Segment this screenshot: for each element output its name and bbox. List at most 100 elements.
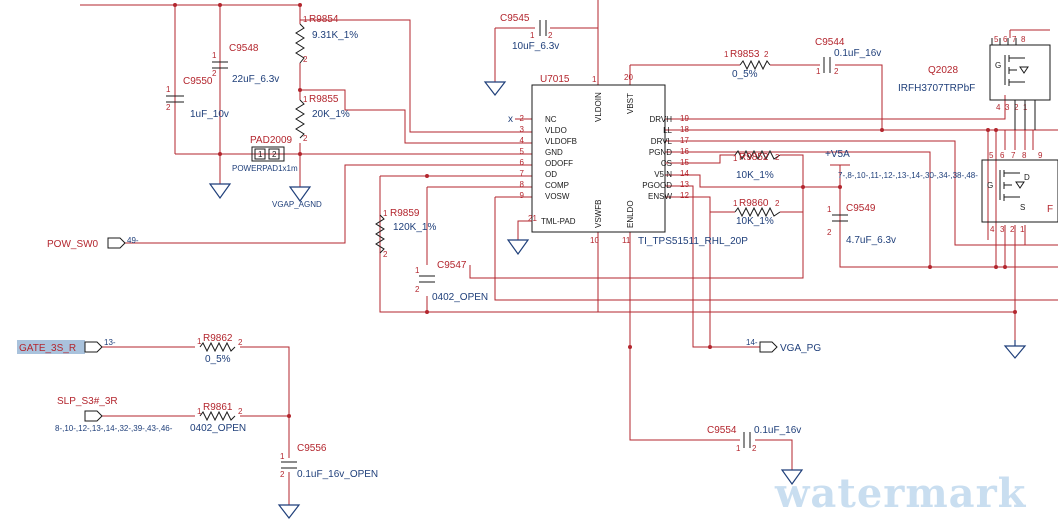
net-gate-3s-r[interactable]: GATE_3S_R 13- <box>19 338 116 354</box>
pin-num: 6 <box>1000 151 1005 160</box>
resistor-r9861[interactable]: 1 R9861 2 0402_OPEN <box>190 402 246 434</box>
pin-num: 2 <box>1010 225 1015 234</box>
capacitor-c9556[interactable]: C9556 1 2 0.1uF_16v_OPEN <box>280 443 378 480</box>
path-element <box>84 410 103 422</box>
path-element <box>1014 100 1036 130</box>
pin-num: 21 <box>528 214 537 223</box>
pin-name: ODOFF <box>545 159 573 168</box>
q-lower-ref: F <box>1047 204 1053 215</box>
pin-num: 9 <box>520 191 525 200</box>
c9554-ref: C9554 <box>707 425 737 436</box>
pin-num: 1 <box>303 15 308 24</box>
path-element <box>1019 66 1029 74</box>
pin-name: PGOOD <box>642 181 672 190</box>
mosfet-lower[interactable]: 5 6 7 8 9 G D S 4 3 2 1 F <box>981 151 1058 234</box>
net-slp-s3[interactable]: SLP_S3#_3R 8-,10-,12-,13-,14-,32-,39-,43… <box>55 396 173 433</box>
path-element <box>84 341 103 353</box>
resistor-r9854[interactable]: 1 R9854 9.31K_1% 2 <box>295 14 358 64</box>
resistor-r9853[interactable]: 1 R9853 2 0_5% <box>724 49 771 80</box>
pin-num: 2 <box>166 103 171 112</box>
pin-num: 2 <box>303 55 308 64</box>
pin-num: 9 <box>1038 151 1043 160</box>
pin-name: OD <box>545 170 557 179</box>
path-element <box>199 341 236 353</box>
gate-3s-r-ref: 13- <box>104 338 116 347</box>
c9548-value: 22uF_6.3v <box>232 74 279 85</box>
path-element <box>999 170 1020 201</box>
circle-element <box>928 265 932 269</box>
r9862-ref: R9862 <box>203 333 233 344</box>
path-element <box>739 59 771 71</box>
path-element <box>665 185 760 348</box>
path-element <box>839 165 930 268</box>
c9544-value: 0.1uF_16v <box>834 48 881 59</box>
pin-num: 1 <box>816 67 821 76</box>
pin-num: 2 <box>415 285 420 294</box>
resistor-r9862[interactable]: 1 R9862 2 0_5% <box>197 333 243 365</box>
pin-num: 1 <box>415 266 420 275</box>
watermark-text: watermark <box>775 470 1027 517</box>
pin-num: 2 <box>520 114 525 123</box>
capacitor-c9549[interactable]: 1 C9549 2 4.7uF_6.3v <box>827 203 896 246</box>
ground-icon <box>1003 345 1027 359</box>
r9859-value: 120K_1% <box>393 222 436 233</box>
pin-name: DRVH <box>649 115 672 124</box>
capacitor-c9548[interactable]: 1 C9548 2 22uF_6.3v <box>212 43 279 85</box>
path-element <box>295 99 305 139</box>
c9545-ref: C9545 <box>500 13 530 24</box>
r9861-ref: R9861 <box>203 402 233 413</box>
ground-symbols <box>208 81 1027 519</box>
mosfet-q2028[interactable]: Q2028 IRFH3707TRPbF 5 6 7 8 G 4 3 2 1 <box>898 29 1051 130</box>
capacitor-c9550[interactable]: C9550 1 2 1uF_10v <box>166 76 229 120</box>
capacitor-c9544[interactable]: C9544 0.1uF_16v 1 2 <box>815 37 881 76</box>
net-v5a[interactable]: +V5A 7-,8-,10-,11-,12-,13-,14-,30-,34-,3… <box>825 149 978 180</box>
path-element <box>1009 29 1050 38</box>
c9556-value: 0.1uF_16v_OPEN <box>297 469 378 480</box>
pin-num: 5 <box>994 35 999 44</box>
pow-sw0-ref: 49- <box>127 236 139 245</box>
rect-element <box>989 44 1051 101</box>
capacitor-c9554[interactable]: C9554 0.1uF_16v 1 2 <box>707 425 801 453</box>
capacitor-c9547[interactable]: C9547 1 2 0402_OPEN <box>415 260 488 303</box>
path-element <box>199 410 236 422</box>
resistor-r9852[interactable]: 1 R9852 2 10K_1% <box>733 149 781 181</box>
path-element <box>1015 181 1025 189</box>
pin-num: 13 <box>680 180 689 189</box>
pin-num: 1 <box>166 85 171 94</box>
pin-num: 1 <box>303 95 308 104</box>
capacitor-c9545[interactable]: C9545 1 2 10uF_6.3v <box>500 13 559 52</box>
pin-num: 2 <box>238 407 243 416</box>
c9544-ref: C9544 <box>815 37 845 48</box>
circle-element <box>994 265 998 269</box>
ground-icon <box>780 469 804 486</box>
path-element <box>517 220 532 240</box>
pin-num: 5 <box>989 151 994 160</box>
ic-u7015[interactable]: U7015 TI_TPS51511_RHL_20P 2 NC 3 VLDO 4 … <box>520 73 749 247</box>
pin-num: 14 <box>680 169 689 178</box>
drain-label: D <box>1024 173 1030 182</box>
resistor-r9855[interactable]: 1 R9855 20K_1% 2 <box>295 94 350 143</box>
q2028-ref: Q2028 <box>928 65 958 76</box>
path-element <box>835 64 883 130</box>
pin-name: DRVL <box>651 137 673 146</box>
pin-num: 2 <box>775 199 780 208</box>
path-element <box>755 439 793 470</box>
path-element <box>295 23 305 64</box>
circle-element <box>218 152 222 156</box>
r9854-ref: R9854 <box>309 14 339 25</box>
powerpad-pad2009[interactable]: 1 2 PAD2009 POWERPAD1x1m <box>232 135 298 173</box>
r9855-ref: R9855 <box>309 94 339 105</box>
resistor-r9859[interactable]: 1 R9859 120K_1% 2 <box>375 208 436 259</box>
pin-num: 11 <box>622 236 631 245</box>
pin-num: 4 <box>520 136 525 145</box>
circle-element <box>880 128 884 132</box>
v5a-label: +V5A <box>825 149 850 160</box>
path-element <box>665 174 840 188</box>
net-vga-pg[interactable]: 14- VGA_PG <box>746 338 821 354</box>
pin-num: 10 <box>590 236 599 245</box>
pin-num: 2 <box>752 444 757 453</box>
resistor-r9860[interactable]: 1 R9860 2 10K_1% <box>733 198 781 227</box>
circle-element <box>986 128 990 132</box>
net-pow-sw0[interactable]: POW_SW0 49- <box>47 236 139 250</box>
slp-s3-ref: 8-,10-,12-,13-,14-,32-,39-,43-,46- <box>55 424 173 433</box>
